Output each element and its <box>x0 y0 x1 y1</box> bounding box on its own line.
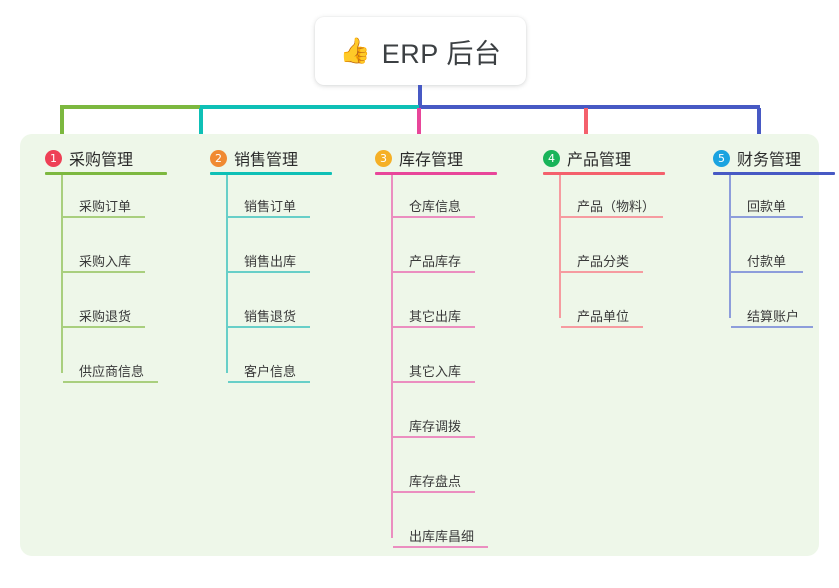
menu-item-label: 销售出库 <box>244 254 297 269</box>
menu-item-label: 采购入库 <box>79 254 132 269</box>
thumbs-up-icon: 👍 <box>339 36 371 65</box>
menu-item-underline <box>63 326 145 328</box>
category-spine <box>559 175 561 318</box>
category-number-badge: 1 <box>45 149 62 167</box>
menu-item-label: 销售订单 <box>244 199 297 214</box>
category-header-purchase[interactable]: 1 采购管理 <box>45 146 133 170</box>
menu-item-label: 出库库昌细 <box>409 529 475 544</box>
category-underline <box>45 172 167 175</box>
menu-item-underline <box>393 436 475 438</box>
category-underline <box>713 172 835 175</box>
category-number-badge: 5 <box>713 149 730 167</box>
root-node-title: ERP 后台 <box>381 38 502 69</box>
segment-teal <box>200 105 419 109</box>
category-spine <box>61 175 63 373</box>
menu-item-underline <box>393 271 475 273</box>
menu-item-label: 结算账户 <box>747 309 800 324</box>
category-title: 销售管理 <box>234 152 299 169</box>
menu-item-label: 其它入库 <box>409 364 462 379</box>
segment-blue <box>419 105 760 109</box>
category-title: 库存管理 <box>399 152 464 169</box>
menu-item-underline <box>63 216 145 218</box>
menu-item-underline <box>393 491 475 493</box>
drop-finance <box>757 108 761 138</box>
category-title: 财务管理 <box>737 152 802 169</box>
category-header-inventory[interactable]: 3 库存管理 <box>375 146 463 170</box>
category-header-sales[interactable]: 2 销售管理 <box>210 146 298 170</box>
menu-item-label: 回款单 <box>747 199 787 214</box>
menu-item-label: 产品库存 <box>409 254 462 269</box>
drop-inventory <box>417 108 421 138</box>
menu-item-underline <box>731 271 803 273</box>
drop-sales <box>199 108 203 138</box>
category-spine <box>729 175 731 318</box>
menu-item-label: 采购订单 <box>79 199 132 214</box>
menu-item-underline <box>228 381 310 383</box>
menu-item-label: 产品（物料） <box>577 199 656 214</box>
menu-item-label: 其它出库 <box>409 309 462 324</box>
menu-item-underline <box>561 216 663 218</box>
menu-item-underline <box>731 326 813 328</box>
menu-item-underline <box>561 326 643 328</box>
category-header-finance[interactable]: 5 财务管理 <box>713 146 801 170</box>
menu-item-label: 产品单位 <box>577 309 630 324</box>
menu-item-label: 付款单 <box>747 254 787 269</box>
category-title: 采购管理 <box>69 152 134 169</box>
segment-green <box>60 105 200 109</box>
menu-item-label: 采购退货 <box>79 309 132 324</box>
menu-item-underline <box>228 271 310 273</box>
category-header-product[interactable]: 4 产品管理 <box>543 146 631 170</box>
menu-item-label: 库存调拨 <box>409 419 462 434</box>
drop-purchase <box>60 108 64 138</box>
category-number-badge: 2 <box>210 149 227 167</box>
menu-item-underline <box>393 326 475 328</box>
root-node-erp-backend[interactable]: 👍 ERP 后台 <box>315 17 526 85</box>
category-title: 产品管理 <box>567 152 632 169</box>
menu-item-label: 销售退货 <box>244 309 297 324</box>
category-underline <box>210 172 332 175</box>
root-stem-connector <box>418 85 422 108</box>
category-number-badge: 3 <box>375 149 392 167</box>
menu-item-underline <box>228 216 310 218</box>
menu-item-label: 仓库信息 <box>409 199 462 214</box>
menu-item-underline <box>228 326 310 328</box>
menu-item-label: 供应商信息 <box>79 364 145 379</box>
menu-item-underline <box>393 216 475 218</box>
categories-panel: 1 采购管理采购订单采购入库采购退货供应商信息 2 销售管理销售订单销售出库销售退货客… <box>20 134 835 556</box>
category-number-badge: 4 <box>543 149 560 167</box>
menu-item-underline <box>731 216 803 218</box>
menu-item-underline <box>63 271 145 273</box>
category-spine <box>226 175 228 373</box>
category-underline <box>543 172 665 175</box>
menu-item-underline <box>63 381 158 383</box>
menu-item-label: 库存盘点 <box>409 474 462 489</box>
menu-item-label: 客户信息 <box>244 364 297 379</box>
menu-item-underline <box>393 546 488 548</box>
category-spine <box>391 175 393 538</box>
drop-product <box>584 108 588 138</box>
category-underline <box>375 172 497 175</box>
menu-item-underline <box>561 271 643 273</box>
menu-item-label: 产品分类 <box>577 254 630 269</box>
menu-item-underline <box>393 381 475 383</box>
